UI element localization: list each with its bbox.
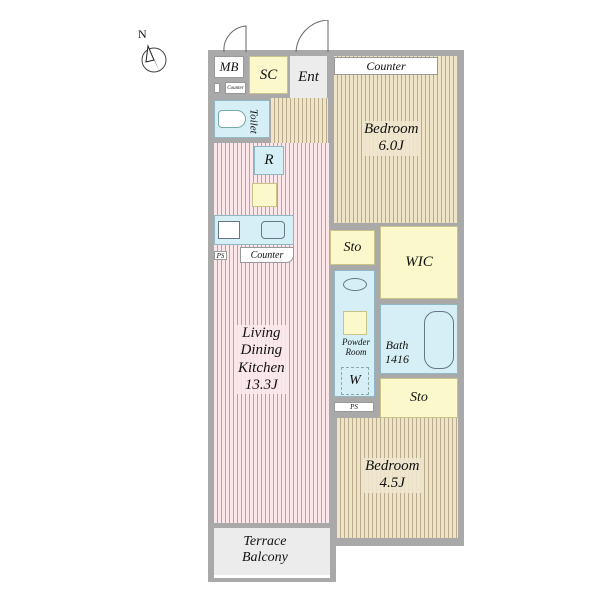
storage-1: Sto	[330, 230, 375, 265]
stove-icon	[218, 221, 240, 239]
bedroom-1-label: Bedroom	[364, 121, 419, 137]
sink-icon	[261, 221, 285, 239]
balcony-label-1: Terrace	[243, 534, 287, 549]
compass: N	[134, 27, 174, 78]
bedroom-2-label: Bedroom	[365, 458, 420, 474]
washer-space: W	[341, 367, 369, 395]
ldk-size: 13.3J	[244, 376, 278, 393]
room-toilet: Toilet	[214, 100, 270, 138]
entrance-door-swing-icon	[223, 20, 329, 53]
room-shoe-closet: SC	[249, 56, 288, 94]
compass-arrow-icon	[141, 44, 167, 73]
room-mb: MB	[214, 56, 244, 78]
floor-drain-icon	[343, 311, 367, 335]
powder-label-2: Room	[345, 347, 367, 358]
powder-label-1: Powder	[342, 337, 370, 347]
bedroom-2-size: 4.5J	[379, 475, 405, 492]
hallway	[271, 98, 328, 143]
bath-label: Bath	[385, 338, 409, 352]
refrigerator-space: R	[254, 146, 284, 175]
ps-kitchen: PS	[214, 251, 227, 260]
compass-north-label: N	[138, 27, 147, 41]
toilet-label: Toilet	[247, 108, 260, 134]
balcony-label-2: Balcony	[242, 550, 288, 566]
ldk-label-2: Dining	[240, 342, 283, 359]
ps-powder: PS	[334, 402, 374, 412]
storage-2: Sto	[380, 378, 458, 418]
kitchen-counter	[214, 215, 294, 245]
bath-size: 1416	[385, 351, 409, 366]
bedroom-1-size: 6.0J	[378, 138, 404, 155]
counter-bedroom: Counter	[334, 57, 438, 75]
counter-kitchen: Counter	[240, 247, 294, 263]
washer-pan-icon	[252, 183, 277, 207]
toilet-icon	[218, 110, 246, 128]
small-box	[214, 83, 220, 93]
bathtub-icon	[424, 311, 454, 369]
counter-small: Counter	[225, 82, 246, 94]
ldk-label-1: Living	[242, 325, 281, 341]
washbasin-icon	[343, 278, 367, 291]
ldk-label-3: Kitchen	[238, 359, 285, 376]
room-wic: WIC	[380, 226, 458, 299]
room-entrance: Ent	[290, 56, 327, 98]
